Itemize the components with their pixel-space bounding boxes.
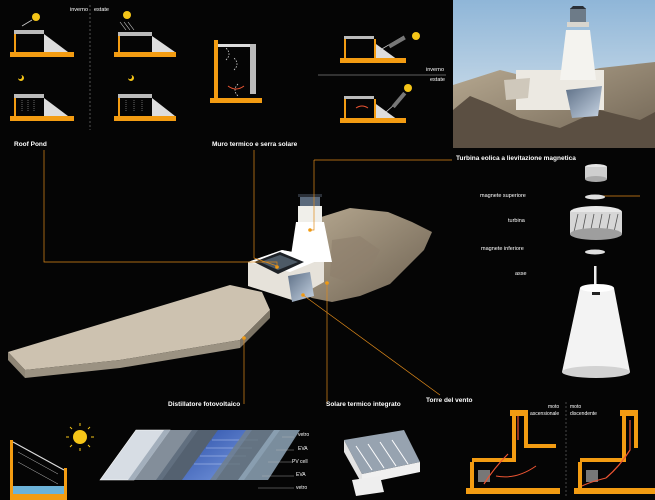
label-turbina-eolica: Turbina eolica a lievitazione magnetica (456, 155, 576, 162)
solar-collector (344, 430, 420, 496)
leader-lines (43, 150, 640, 404)
turbine-exploded (562, 164, 630, 378)
label-ascensionale: ascensionale (530, 411, 560, 417)
label-turbina: turbina (508, 218, 525, 224)
layer-label-vetro-top: vetro (298, 432, 310, 438)
label-inverno-right: inverno (426, 67, 445, 73)
label-asse: asse (515, 271, 527, 277)
label-moto-1: moto (548, 404, 560, 410)
main-axonometric (8, 194, 432, 378)
layer-label-pv-cell: PV cell (292, 459, 308, 465)
label-roof-pond: Roof Pond (14, 141, 47, 148)
label-muro-termico: Muro termico e serra solare (212, 141, 298, 148)
label-discendente: discendente (570, 411, 597, 417)
label-moto-2: moto (570, 404, 582, 410)
solar-thermal-diagrams (318, 32, 446, 123)
label-solare-termico: Solare termico integrato (326, 401, 401, 408)
roof-pond-summer-day (114, 11, 176, 57)
lighthouse-render (453, 0, 655, 148)
muro-termico-diagram (210, 40, 262, 103)
label-torre-vento: Torre del vento (426, 397, 473, 404)
layer-label-vetro-bottom: vetro (296, 485, 308, 491)
roof-pond-winter-night (10, 75, 74, 121)
layer-label-eva-bottom: EVA (296, 472, 306, 478)
label-magnete-inferiore: magnete inferiore (481, 246, 524, 252)
label-estate-top: estate (94, 7, 109, 13)
layer-label-eva-top: EVA (298, 446, 308, 452)
label-inverno-top: inverno (70, 7, 89, 13)
pv-layers (99, 429, 300, 489)
roof-pond-winter-day (10, 13, 74, 57)
distillatore-diagram (10, 423, 94, 500)
roof-pond-summer-night (114, 75, 176, 121)
label-distillatore: Distillatore fotovoltaico (168, 401, 241, 408)
label-magnete-superiore: magnete superiore (480, 193, 526, 199)
wind-tower-sections (466, 402, 655, 496)
roof-pond-diagrams (10, 5, 176, 130)
label-estate-right: estate (430, 77, 445, 83)
